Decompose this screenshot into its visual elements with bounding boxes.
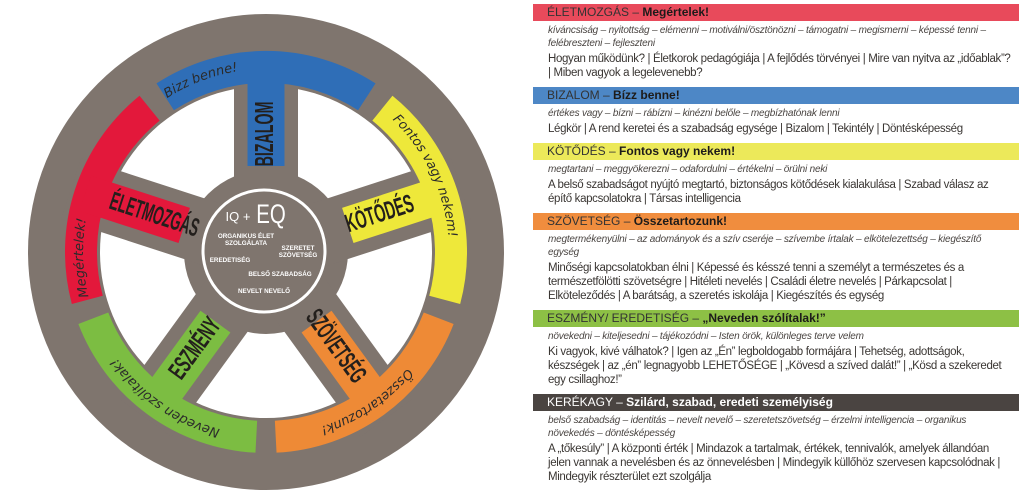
hub-eq: EQ <box>256 200 285 229</box>
section-eletmozgas: ÉLETMOZGÁS – Megértelek! kíváncsiság – n… <box>533 4 1019 80</box>
hub-circle <box>201 188 327 314</box>
spoke-bar-kotodes <box>342 175 453 244</box>
hub-item: SZÖVETSÉG <box>279 250 318 259</box>
section-topics: A „tőkesúly” | A központi érték | Mindaz… <box>548 443 1001 483</box>
wheel-diagram: Bizz benne! Fontos vagy nekem! Összetart… <box>28 14 504 490</box>
section-keywords: megtartani – meggyökerezni – odafordulni… <box>548 164 828 175</box>
spoke-bar-eletmozgas <box>79 175 190 244</box>
hub-item: ORGANIKUS ÉLET <box>218 231 274 240</box>
spoke-label-bizalom: BIZALOM <box>251 102 279 167</box>
section-kerekagy: KERÉKAGY – Szilárd, szabad, eredeti szem… <box>533 394 1019 484</box>
section-header: SZÖVETSÉG – Összetartozunk! <box>533 213 1019 230</box>
section-header: ÉLETMOZGÁS – Megértelek! <box>533 4 1019 21</box>
section-header: ESZMÉNY/ EREDETISÉG – „Neveden szólítala… <box>533 310 1019 327</box>
section-bizalom: BIZALOM – Bízz benne! értékes vagy – bíz… <box>533 87 1019 136</box>
section-topics: Ki vagyok, kivé válhatok? | Igen az „Én”… <box>548 346 1002 386</box>
section-keywords: értékes vagy – bízni – rábízni – kinézni… <box>548 108 840 119</box>
section-topics: Hogyan működünk? | Életkorok pedagógiája… <box>548 53 1011 79</box>
section-szovetseg: SZÖVETSÉG – Összetartozunk! megtermékeny… <box>533 213 1019 303</box>
wheel-shapes <box>28 14 504 490</box>
section-header: BIZALOM – Bízz benne! <box>533 87 1019 104</box>
section-keywords: növekedni – kiteljesedni – tájékozódni –… <box>548 331 864 342</box>
hub-item: NEVELT NEVELŐ <box>238 286 290 295</box>
section-keywords: belső szabadság – identitás – nevelt nev… <box>548 415 967 439</box>
section-topics: A belső szabadságot nyújtó megtartó, biz… <box>548 179 989 205</box>
section-keywords: megtermékenyülni – az adományok és a szí… <box>548 234 982 258</box>
section-topics: Minőségi kapcsolatokban élni | Képessé é… <box>548 262 964 302</box>
spoke-bar-szovetseg <box>301 310 393 417</box>
hub-item: EREDETISÉG <box>210 255 251 264</box>
section-keywords: kíváncsiság – nyitottság – elémenni – mo… <box>548 25 986 49</box>
hub: IQ + EQ ORGANIKUS ÉLET SZOLGÁLATA SZERET… <box>210 200 318 295</box>
section-header: KÖTŐDÉS – Fontos vagy nekem! <box>533 143 1019 160</box>
spoke-bar-eszmeny <box>139 310 231 417</box>
hub-item: BELSŐ SZABADSÁG <box>248 269 311 278</box>
motto-eletmozgas: Megértelek! <box>72 217 92 299</box>
section-header: KERÉKAGY – Szilárd, szabad, eredeti szem… <box>533 394 1019 411</box>
section-topics: Légkör | A rend keretei és a szabadság e… <box>548 123 963 135</box>
section-eszmeny: ESZMÉNY/ EREDETISÉG – „Neveden szólítala… <box>533 310 1019 387</box>
spoke-bar-bizalom <box>247 62 285 166</box>
hub-item: SZERETET <box>282 245 315 252</box>
description-panel: ÉLETMOZGÁS – Megértelek! kíváncsiság – n… <box>533 4 1019 491</box>
section-kotodes: KÖTŐDÉS – Fontos vagy nekem! megtartani … <box>533 143 1019 206</box>
hub-item: SZOLGÁLATA <box>225 238 268 247</box>
hub-iq: IQ + <box>226 209 251 224</box>
